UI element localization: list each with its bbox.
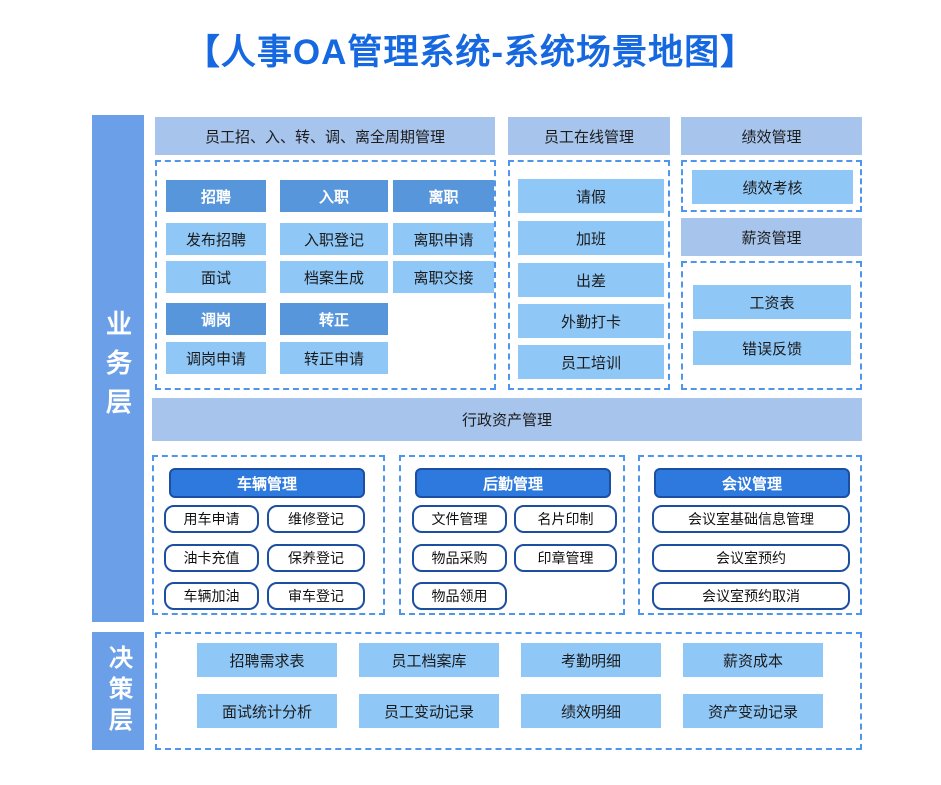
cell-resign-apply: 离职申请 (393, 223, 494, 255)
pill-vehicle-refuel: 车辆加油 (164, 582, 259, 610)
cell-employee-training: 员工培训 (518, 345, 664, 379)
pill-goods-purchase: 物品采购 (412, 544, 507, 572)
vehicle-group-box: 车辆管理 用车申请 维修登记 油卡充值 保养登记 车辆加油 审车登记 (152, 455, 385, 615)
cell-performance-assessment: 绩效考核 (692, 170, 853, 204)
section-header-lifecycle: 员工招、入、转、调、离全周期管理 (155, 117, 495, 155)
cell-interview-stats: 面试统计分析 (197, 694, 337, 728)
pill-seal-management: 印章管理 (514, 544, 617, 572)
cell-regularize-header: 转正 (280, 303, 388, 335)
cell-business-trip: 出差 (518, 263, 664, 297)
cell-regularize-apply: 转正申请 (280, 342, 388, 374)
page-title: 【人事OA管理系统-系统场景地图】 (184, 33, 757, 72)
pill-fuel-card-recharge: 油卡充值 (164, 544, 259, 572)
lifecycle-group-box: 招聘 发布招聘 面试 调岗 调岗申请 入职 入职登记 档案生成 转正 转正申请 … (155, 160, 496, 390)
pill-maintenance-register: 保养登记 (267, 544, 365, 572)
cell-onboard-header: 入职 (280, 180, 388, 212)
decision-row-1: 招聘需求表 员工档案库 考勤明细 薪资成本 (197, 643, 824, 677)
performance-assessment-box: 绩效考核 (681, 160, 862, 212)
cell-attendance-detail: 考勤明细 (521, 643, 661, 677)
cell-salary-cost: 薪资成本 (683, 643, 823, 677)
layer-bar-business: 业务层 (92, 115, 144, 622)
pill-car-apply: 用车申请 (164, 505, 259, 533)
cell-interview: 面试 (166, 261, 266, 293)
pill-meeting-room-info: 会议室基础信息管理 (652, 505, 850, 533)
cell-field-checkin: 外勤打卡 (518, 304, 664, 338)
pill-business-card-print: 名片印制 (514, 505, 617, 533)
cell-employee-change-record: 员工变动记录 (359, 694, 499, 728)
logistics-header-button: 后勤管理 (415, 468, 611, 498)
cell-performance-detail: 绩效明细 (521, 694, 661, 728)
salary-group-box: 工资表 错误反馈 (681, 261, 862, 390)
meeting-header-button: 会议管理 (654, 468, 850, 498)
decision-row-2: 面试统计分析 员工变动记录 绩效明细 资产变动记录 (197, 694, 824, 728)
decision-group-box: 招聘需求表 员工档案库 考勤明细 薪资成本 面试统计分析 员工变动记录 绩效明细… (155, 632, 862, 750)
section-header-online: 员工在线管理 (508, 117, 670, 155)
cell-payroll-table: 工资表 (693, 285, 851, 319)
cell-recruit-header: 招聘 (166, 180, 266, 212)
pill-meeting-room-cancel: 会议室预约取消 (652, 582, 850, 610)
pill-vehicle-inspection: 审车登记 (267, 582, 365, 610)
cell-transfer-header: 调岗 (166, 303, 266, 335)
online-group-box: 请假 加班 出差 外勤打卡 员工培训 (508, 160, 670, 390)
layer-bar-decision: 决策层 (92, 632, 144, 750)
cell-error-feedback: 错误反馈 (693, 331, 851, 365)
cell-recruit-demand-table: 招聘需求表 (197, 643, 337, 677)
cell-onboard-register: 入职登记 (280, 223, 388, 255)
cell-asset-change-record: 资产变动记录 (683, 694, 823, 728)
cell-leave: 请假 (518, 179, 664, 213)
cell-transfer-apply: 调岗申请 (166, 342, 266, 374)
cell-publish-recruit: 发布招聘 (166, 223, 266, 255)
logistics-group-box: 后勤管理 文件管理 名片印制 物品采购 印章管理 物品领用 (399, 455, 625, 615)
section-header-salary: 薪资管理 (681, 218, 862, 256)
cell-employee-archive-db: 员工档案库 (359, 643, 499, 677)
meeting-group-box: 会议管理 会议室基础信息管理 会议室预约 会议室预约取消 (638, 455, 862, 615)
cell-resign-handover: 离职交接 (393, 261, 494, 293)
pill-repair-register: 维修登记 (267, 505, 365, 533)
vehicle-header-button: 车辆管理 (169, 468, 365, 498)
pill-file-management: 文件管理 (412, 505, 507, 533)
pill-goods-claim: 物品领用 (412, 582, 507, 610)
cell-overtime: 加班 (518, 221, 664, 255)
pill-meeting-room-booking: 会议室预约 (652, 544, 850, 572)
section-header-admin-assets: 行政资产管理 (152, 398, 862, 441)
section-header-performance: 绩效管理 (681, 117, 862, 155)
cell-archive-generate: 档案生成 (280, 261, 388, 293)
cell-resign-header: 离职 (393, 180, 494, 212)
